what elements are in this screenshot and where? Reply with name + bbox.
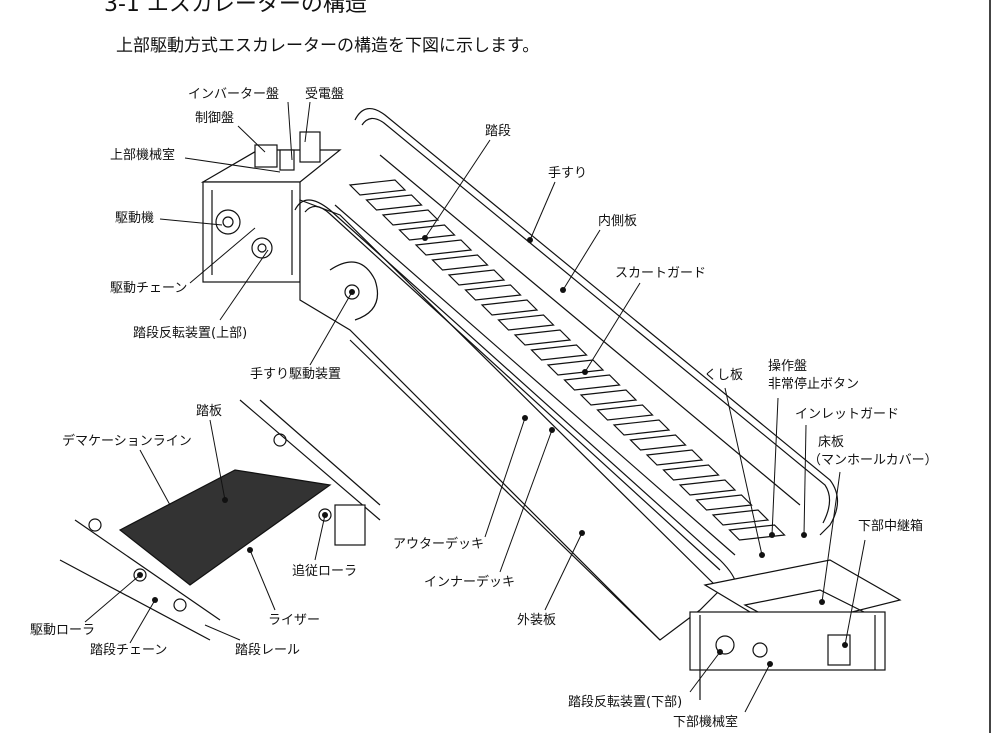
step-tread-shape: [513, 329, 572, 346]
step-tread-shape: [431, 254, 489, 271]
steps-drawing: [348, 179, 786, 541]
step-tread-shape: [612, 419, 671, 436]
step-tread-shape: [678, 479, 737, 496]
label-step-turnaround-upper: 踏段反転装置(上部): [133, 326, 248, 341]
label-inlet-guard: インレットガード: [795, 407, 900, 422]
step-tread-shape: [530, 344, 588, 361]
step-tread-shape: [497, 314, 555, 331]
label-comb-plate: くし板: [704, 368, 744, 383]
step-tread-shape: [579, 389, 638, 406]
label-manhole-cover: （マンホールカバー）: [808, 453, 938, 468]
label-power-panel: 受電盤: [305, 87, 345, 102]
step-tread-shape: [629, 434, 687, 451]
intro-text: 上部駆動方式エスカレーターの構造を下図に示します。: [116, 36, 540, 56]
label-control-panel: 制御盤: [195, 111, 235, 126]
section-heading: 3-1 エスカレーターの構造: [104, 0, 367, 17]
step-tread-shape: [365, 194, 423, 211]
step-tread-shape: [464, 284, 522, 301]
label-inverter-panel: インバーター盤: [188, 87, 280, 102]
label-floor-plate: 床板: [818, 435, 845, 450]
step-tread-shape: [381, 209, 440, 226]
step-tread-shape: [447, 269, 506, 286]
label-demarcation-line: デマケーションライン: [62, 434, 192, 449]
step-tread-shape: [662, 464, 720, 481]
step-tread-shape: [695, 494, 753, 511]
label-step-chain: 踏段チェーン: [90, 643, 168, 658]
step-tread-shape: [563, 374, 621, 391]
page-border: [989, 0, 991, 733]
label-outer-deck: アウターデッキ: [393, 537, 485, 552]
step-detail-drawing: [59, 399, 381, 641]
label-operation-panel: 操作盤: [768, 359, 808, 374]
label-emergency-stop: 非常停止ボタン: [768, 377, 860, 392]
leader-dots: [137, 235, 848, 667]
step-tread-shape: [596, 404, 654, 421]
step-tread-shape: [711, 509, 770, 526]
label-trailer-roller: 追従ローラ: [292, 564, 358, 579]
step-tread-shape: [546, 359, 605, 376]
label-lower-machine-room: 下部機械室: [673, 715, 739, 730]
label-step-rail: 踏段レール: [235, 643, 301, 658]
label-upper-machine-room: 上部機械室: [110, 148, 176, 163]
step-tread-shape: [480, 299, 539, 316]
label-lower-junction-box: 下部中継箱: [858, 519, 924, 534]
step-tread-shape: [398, 224, 456, 241]
label-drive-chain: 駆動チェーン: [110, 281, 188, 296]
label-exterior-panel: 外装板: [517, 613, 557, 628]
lower-machine-room-drawing: [689, 559, 902, 700]
label-handrail-drive: 手すり駆動装置: [250, 367, 342, 382]
step-tread-shape: [414, 239, 473, 256]
label-step: 踏段: [485, 124, 512, 139]
label-handrail: 手すり: [548, 166, 588, 181]
label-inner-deck: インナーデッキ: [424, 575, 516, 590]
label-inner-panel: 内側板: [598, 214, 638, 229]
label-step-turnaround-lower: 踏段反転装置(下部): [568, 695, 683, 710]
label-skirt-guard: スカートガード: [615, 266, 707, 281]
truss-drawing: [299, 199, 721, 641]
label-drive-roller: 駆動ローラ: [30, 623, 96, 638]
step-tread-shape: [645, 449, 704, 466]
leader-lines: [84, 101, 866, 713]
label-riser: ライザー: [268, 613, 321, 628]
label-tread: 踏板: [196, 404, 223, 419]
step-tread-shape: [348, 179, 407, 196]
label-drive-machine: 駆動機: [115, 211, 155, 226]
upper-machine-room-drawing: [200, 131, 342, 283]
